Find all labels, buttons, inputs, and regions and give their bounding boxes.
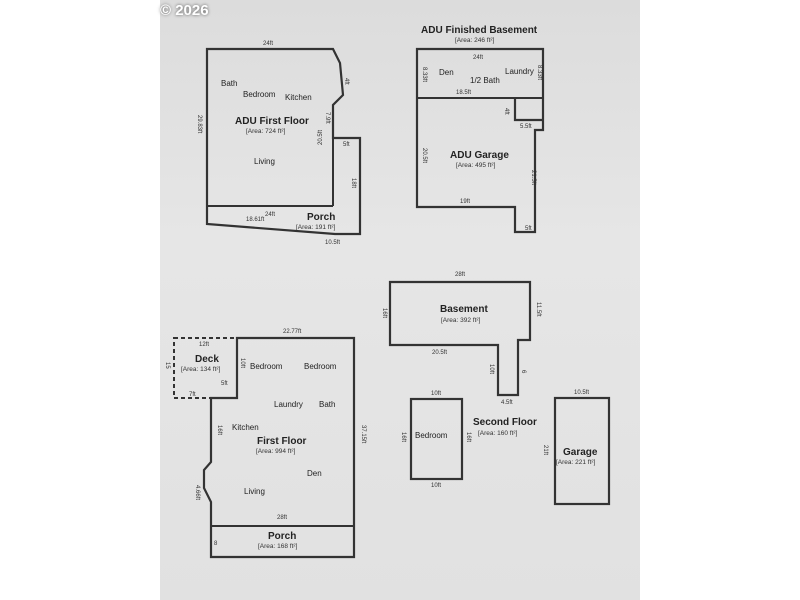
- area-label: [Area: 246 ft²]: [455, 37, 495, 44]
- dim-label: 24ft: [263, 41, 273, 47]
- dim-label: 12ft: [199, 342, 209, 348]
- garage-plan: 10.5ft 21ft Garage [Area: 221 ft²]: [542, 390, 611, 506]
- dim-label: 5ft: [343, 142, 350, 148]
- basement-plan: 28ft 16ft 11.5ft 20.5ft 10ft 4.5ft 6 Bas…: [381, 272, 541, 406]
- room-label: Kitchen: [285, 93, 312, 102]
- dim-label: 18.61ft: [246, 217, 265, 223]
- dim-label: 18.5ft: [456, 90, 471, 96]
- dim-label: 10ft: [488, 364, 494, 374]
- plan-title: Basement: [440, 304, 488, 315]
- dim-label: 15: [164, 362, 170, 369]
- room-label: Laundry: [274, 400, 303, 409]
- dim-label: 20.5ft: [432, 350, 447, 356]
- dim-label: 22.77ft: [283, 329, 302, 335]
- dim-label: 5.5ft: [520, 124, 532, 130]
- room-label: Bedroom: [304, 362, 337, 371]
- right-margin: [640, 0, 800, 600]
- dim-label: 20.5ft: [318, 130, 324, 145]
- dim-label: 10ft: [431, 483, 441, 489]
- room-label: Living: [254, 157, 275, 166]
- area-label: [Area: 134 ft²]: [181, 366, 221, 373]
- dim-label: 19ft: [460, 199, 470, 205]
- dim-label: 10.5ft: [574, 390, 589, 396]
- plan-title: Second Floor: [473, 417, 537, 428]
- dim-label: 11.5ft: [535, 302, 541, 317]
- dim-label: 16ft: [400, 432, 406, 442]
- dim-label: 16ft: [381, 308, 387, 318]
- room-label: Bedroom: [243, 90, 276, 99]
- area-label: [Area: 724 ft²]: [246, 128, 286, 135]
- adu-first-floor-plan: 24ft 29.83ft 20.5ft 7.9ft 4ft 18ft 5ft 2…: [196, 41, 362, 246]
- adu-basement-garage-plan: ADU Finished Basement [Area: 246 ft²] 24…: [415, 25, 545, 234]
- second-floor-plan: 10ft 16ft 16ft 10ft Bedroom Second Floor…: [400, 391, 537, 489]
- dim-label: 28ft: [277, 515, 287, 521]
- dim-label: 7ft: [189, 392, 196, 398]
- area-label: [Area: 191 ft²]: [296, 224, 336, 231]
- plan-title: ADU First Floor: [235, 116, 309, 127]
- room-label: Bath: [221, 79, 237, 88]
- room-label: Den: [307, 469, 322, 478]
- room-label: Laundry: [505, 67, 534, 76]
- dim-label: 28ft: [455, 272, 465, 278]
- plan-title: ADU Finished Basement: [421, 25, 538, 36]
- floor-plan-sheet: [160, 0, 640, 600]
- dim-label: 6: [520, 370, 526, 374]
- dim-label: 21.5ft: [530, 170, 536, 185]
- room-label: Bedroom: [250, 362, 283, 371]
- dim-label: 21ft: [542, 445, 548, 455]
- plan-title: Garage: [563, 447, 598, 458]
- first-floor-plan: 22.77ft 37.15ft 16ft 4.66ft 28ft 10ft 8 …: [194, 329, 366, 559]
- dim-label: 10.5ft: [325, 240, 340, 246]
- area-label: [Area: 160 ft²]: [478, 430, 518, 437]
- dim-label: 16ft: [216, 425, 222, 435]
- area-label: [Area: 495 ft²]: [456, 162, 496, 169]
- dim-label: 8.33ft: [421, 67, 427, 82]
- dim-label: 29.83ft: [196, 115, 202, 134]
- dim-label: 8.33ft: [536, 65, 542, 80]
- dim-label: 8: [214, 541, 218, 547]
- dim-label: 4.66ft: [194, 485, 200, 500]
- dim-label: 5ft: [525, 226, 532, 232]
- deck-plan: Deck [Area: 134 ft²] 12ft 15 7ft 5ft: [164, 337, 238, 399]
- room-label: Den: [439, 68, 454, 77]
- room-label: 1/2 Bath: [470, 76, 500, 85]
- dim-label: 4.5ft: [501, 400, 513, 406]
- dim-label: 24ft: [473, 55, 483, 61]
- dim-label: 16ft: [465, 432, 471, 442]
- room-label: Bedroom: [415, 431, 448, 440]
- dim-label: 10ft: [431, 391, 441, 397]
- area-label: [Area: 994 ft²]: [256, 448, 296, 455]
- left-margin: [0, 0, 160, 600]
- dim-label: 10ft: [239, 358, 245, 368]
- plan-title: Porch: [307, 212, 335, 223]
- area-label: [Area: 168 ft²]: [258, 543, 298, 550]
- area-label: [Area: 221 ft²]: [556, 459, 596, 466]
- plan-title: ADU Garage: [450, 150, 509, 161]
- room-label: Living: [244, 487, 265, 496]
- dim-label: 4ft: [343, 78, 349, 85]
- plan-title: First Floor: [257, 436, 307, 447]
- dim-label: 20.5ft: [421, 148, 427, 163]
- room-label: Kitchen: [232, 423, 259, 432]
- dim-label: 18ft: [350, 178, 356, 188]
- room-label: Bath: [319, 400, 335, 409]
- area-label: [Area: 392 ft²]: [441, 317, 481, 324]
- dim-label: 5ft: [221, 381, 228, 387]
- plan-title: Deck: [195, 354, 219, 365]
- dim-label: 37.15ft: [360, 425, 366, 444]
- copyright-watermark: © 2026: [160, 2, 209, 19]
- plan-title: Porch: [268, 531, 296, 542]
- dim-label: 24ft: [265, 212, 275, 218]
- dim-label: 4ft: [503, 108, 509, 115]
- dim-label: 7.9ft: [324, 112, 330, 124]
